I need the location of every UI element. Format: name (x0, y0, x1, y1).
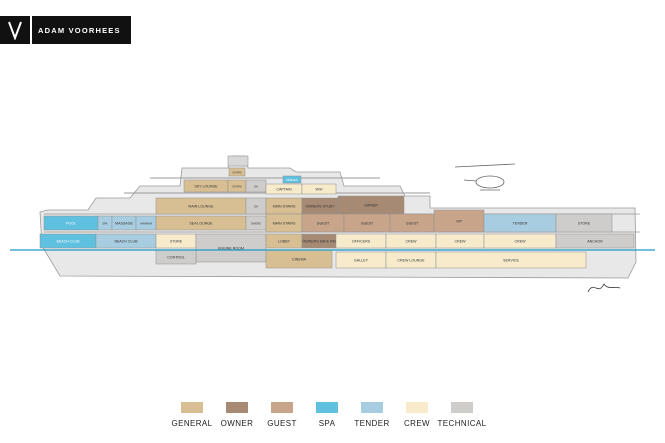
legend-swatch-general (181, 402, 203, 413)
legend-label-owner: OWNER (220, 419, 254, 428)
room-label-control: CONTROL (167, 256, 185, 260)
room-label-crew-3: CREW (515, 240, 527, 244)
room-label-engine-room: ENGINE ROOM (218, 247, 244, 251)
room-label-galley: GALLEY (354, 259, 369, 263)
room-label-pool: POOL (66, 222, 76, 226)
room-label-guest-1: GUEST (317, 222, 330, 226)
room-label-service: SERVICE (503, 259, 519, 263)
room-label-beach-club-1: BEACH CLUB (57, 240, 81, 244)
room-wh (301, 183, 337, 195)
room-label-officers: OFFICERS (352, 240, 371, 244)
room-label-stairs-top: STAIRS (232, 171, 241, 175)
room-stairs-top (228, 167, 246, 177)
legend-item-tender: TENDER (342, 402, 402, 428)
legend: GENERAL OWNER GUEST SPA TENDER CREW TECHNICAL (0, 402, 665, 442)
room-label-vip: VIP (456, 220, 462, 224)
room-label-lobby: LOBBY (278, 240, 291, 244)
legend-swatch-owner (226, 402, 248, 413)
room-label-hammam: HAMMAM (140, 222, 152, 226)
room-label-sky-lounge: SKY LOUNGE (194, 185, 218, 189)
legend-swatch-spa (316, 402, 338, 413)
room-label-wh: W/H (316, 188, 323, 192)
legend-swatch-tender (361, 402, 383, 413)
brand-header: ADAM VOORHEES (0, 16, 131, 44)
radar-arch (227, 155, 249, 167)
room-label-guest-2: GUEST (361, 222, 374, 226)
room-engine-room (195, 233, 267, 263)
room-label-dh-main: DH (254, 205, 258, 209)
room-label-beach-club-2: BEACH CLUB (115, 240, 139, 244)
legend-swatch-guest (271, 402, 293, 413)
room-label-owner: OWNER (364, 204, 378, 208)
legend-item-general: GENERAL (162, 402, 222, 428)
v-logo-icon (0, 16, 30, 44)
legend-item-crew: CREW (387, 402, 447, 428)
room-label-owners-study: OWNERS STUDY (305, 205, 335, 209)
room-label-massage: MASSAGE (115, 222, 133, 226)
room-label-store: STORE (170, 240, 183, 244)
legend-label-guest: GUEST (267, 419, 297, 428)
legend-label-crew: CREW (403, 419, 431, 428)
legend-label-spa: SPA (318, 419, 336, 428)
room-label-main-stairs-2: MAIN STAIRS (273, 222, 296, 226)
room-label-anchor: ANCHOR (587, 240, 603, 244)
room-label-main-lounge: MAIN LOUNGE (188, 205, 214, 209)
room-label-crew-lounge: CREW LOUNGE (397, 259, 425, 263)
room-label-cinema: CINEMA (292, 258, 307, 262)
helicopter-icon (454, 163, 516, 191)
room-label-main-stairs: MAIN STAIRS (273, 205, 296, 209)
legend-item-spa: SPA (297, 402, 357, 428)
room-label-guest-3: GUEST (406, 222, 419, 226)
room-store-fwd (555, 213, 613, 233)
brand-name: ADAM VOORHEES (32, 16, 131, 44)
room-label-store-fwd: STORE (578, 222, 591, 226)
room-label-spa-top: MOBILES (286, 178, 298, 182)
room-label-stairs-sky: STAIRS (232, 185, 241, 189)
legend-item-technical: TECHNICAL (432, 402, 492, 428)
legend-item-guest: GUEST (252, 402, 312, 428)
legend-swatch-technical (451, 402, 473, 413)
room-label-owners-safe: OWNERS SAFE RM (302, 240, 335, 244)
room-label-crew-2: CREW (455, 240, 467, 244)
room-label-captain: CAPTAIN (276, 188, 292, 192)
legend-label-tender: TENDER (354, 419, 390, 428)
room-label-spa: SPA (103, 222, 108, 226)
room-label-dh-sea: DH/DRG (251, 222, 261, 226)
legend-swatch-crew (406, 402, 428, 413)
room-label-tender: TENDER (513, 222, 528, 226)
legend-label-general: GENERAL (171, 419, 213, 428)
room-label-sea-lounge: SEA LOUNGE (189, 222, 213, 226)
room-service (435, 251, 587, 269)
signature (587, 283, 621, 293)
room-anchor (555, 233, 635, 249)
legend-item-owner: OWNER (207, 402, 267, 428)
legend-label-technical: TECHNICAL (437, 419, 487, 428)
room-spa-top (282, 175, 302, 184)
room-label-crew-1: CREW (406, 240, 418, 244)
room-label-dh-sky: DH (254, 185, 258, 189)
